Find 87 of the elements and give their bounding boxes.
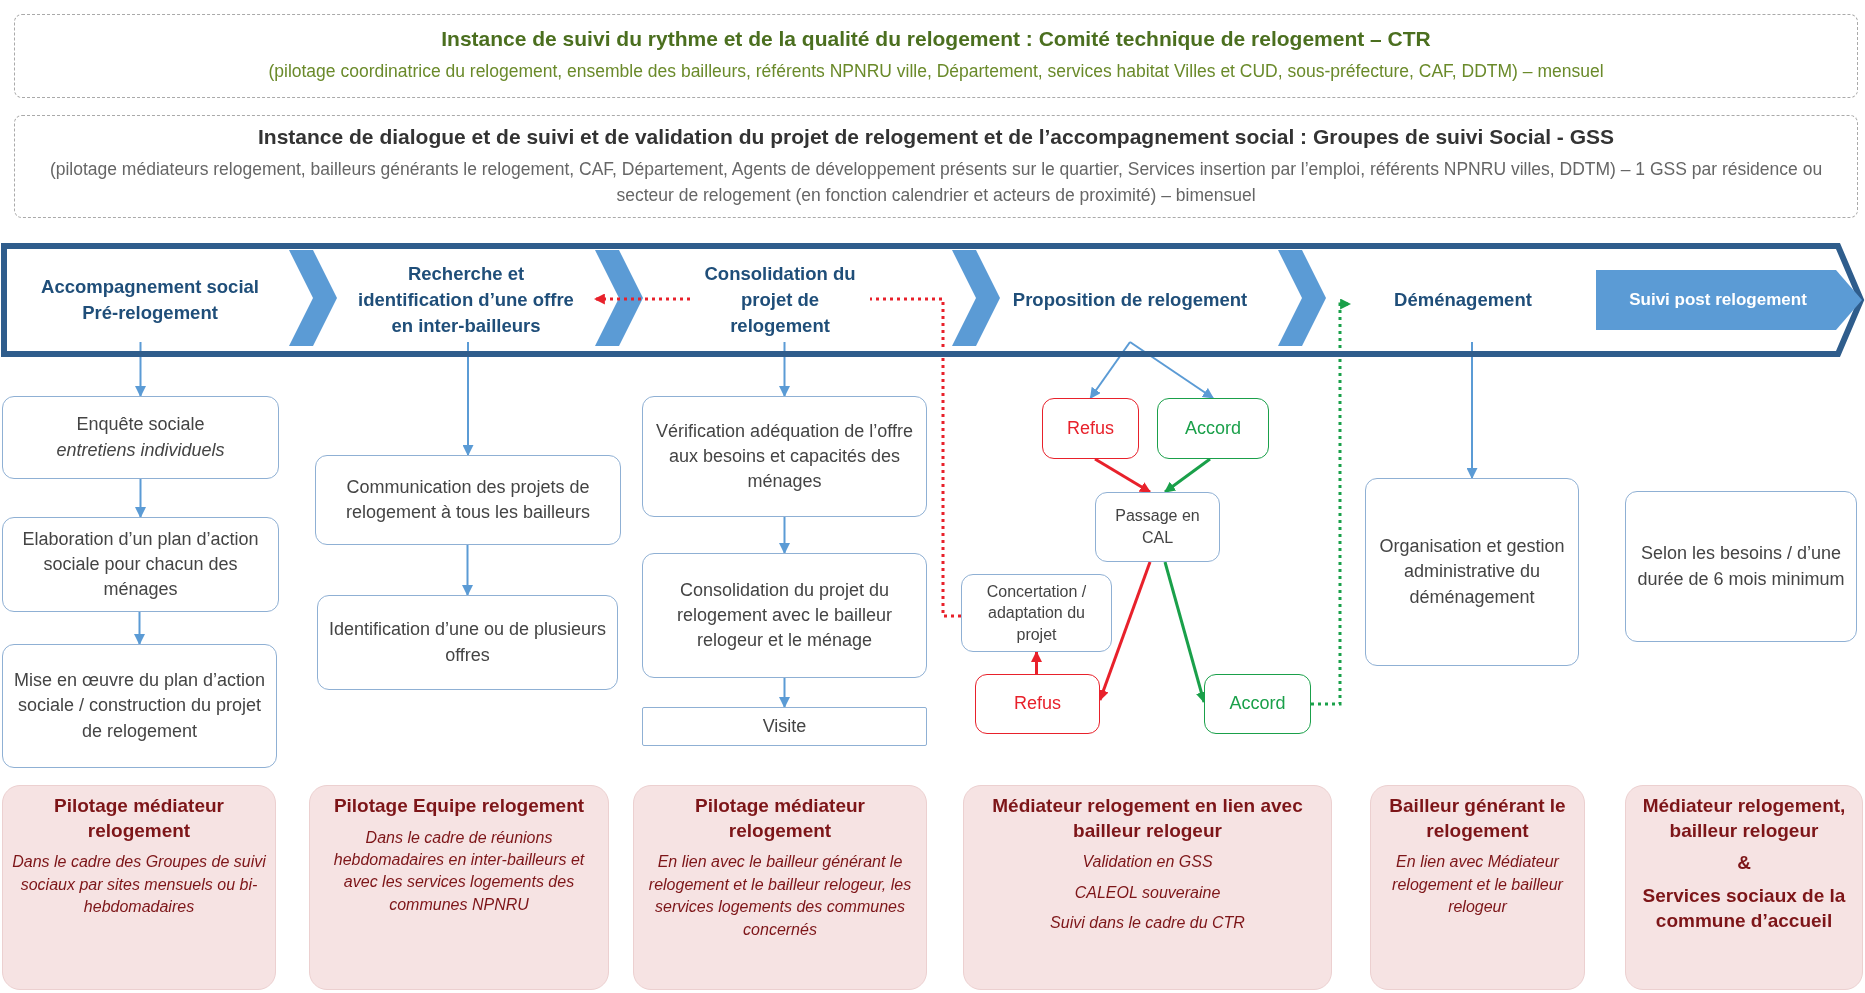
process-box <box>1204 674 1311 734</box>
committee-panel <box>14 115 1858 218</box>
process-box <box>1365 478 1579 666</box>
chevron-arrow <box>1278 250 1326 346</box>
arrow <box>1311 298 1352 706</box>
process-box <box>1157 398 1269 459</box>
arrow <box>1098 561 1152 702</box>
box-text: Accord <box>1185 416 1241 440</box>
pilot-heading: Médiateur relogement, bailleur relogeur <box>1641 794 1847 843</box>
arrow <box>779 677 790 709</box>
pilot-note: Dans le cadre de réunions hebdomadaires en inter-bailleurs et avec les services logements des communes NPNRU <box>332 827 586 915</box>
section-title: Instance de dialogue et de suivi et de validation du projet de relogement et de l’accompagnement social : Groupes de suivi Social - GSS <box>258 125 1614 150</box>
chevron-arrow <box>595 250 643 346</box>
box-text: Selon les besoins / d’une durée de 6 mois minimum <box>1636 542 1846 591</box>
section-subtitle: (pilotage médiateurs relogement, bailleurs générants le relogement, CAF, Département, Agents de développement présents sur le quartier, Services insertion par l’emploi, référents NPNRU villes, DDTM) – 1 GSS par résidence ou secteur de relogement (en fonction calendrier et acteurs de proximité) – bimensuel <box>48 158 1824 207</box>
arrow <box>593 293 690 305</box>
arrow <box>1164 457 1211 494</box>
pilot-heading: Pilotage médiateur relogement <box>694 794 866 843</box>
process-box <box>961 574 1112 652</box>
pilot-note: En lien avec le bailleur générant le relogement et le bailleur relogeur, les services logements des communes concernés <box>647 852 913 940</box>
process-box <box>315 455 621 545</box>
pilot-card <box>1370 785 1585 990</box>
box-text: Mise en œuvre du plan d’action sociale / construction du projet de relogement <box>12 669 267 743</box>
pilot-heading: Pilotage médiateur relogement <box>53 794 225 843</box>
arrow <box>134 611 145 646</box>
process-box <box>642 553 927 678</box>
box-text: Refus <box>1067 416 1114 440</box>
stage-label: Consolidation du projet de relogement <box>703 262 857 338</box>
process-box <box>975 674 1100 734</box>
pilot-heading: Médiateur relogement en lien avec bailleur relogeur <box>991 794 1304 843</box>
pilot-card <box>1625 785 1863 990</box>
arrow <box>135 478 146 519</box>
arrow <box>462 341 474 457</box>
box-text: Identification d’une ou de plusieurs offres <box>327 618 608 667</box>
box-text: Communication des projets de relogement à tous les bailleurs <box>344 475 592 524</box>
box-text: Passage en CAL <box>1114 506 1201 548</box>
pilot-note: CALEOL souveraine <box>1074 882 1221 903</box>
pilot-note: Services sociaux de la commune d’accueil <box>1641 884 1847 933</box>
arrow <box>135 341 146 398</box>
section-title: Instance de suivi du rythme et de la qualité du relogement : Comité technique de relogement – CTR <box>441 27 1431 52</box>
pilot-card <box>2 785 276 990</box>
pilot-note: En lien avec Médiateur relogement et le bailleur relogeur <box>1391 852 1565 918</box>
process-box <box>2 396 279 479</box>
box-text: Vérification adéquation de l’offre aux besoins et capacités des ménages <box>655 419 914 494</box>
pilot-card <box>963 785 1332 990</box>
arrow <box>462 544 473 597</box>
arrow <box>1031 650 1042 674</box>
process-box <box>1042 398 1139 459</box>
pilot-note: Validation en GSS <box>1082 852 1213 873</box>
box-text: entretiens individuels <box>56 438 225 462</box>
arrow <box>779 516 790 555</box>
stage-label: Suivi post relogement <box>1629 290 1808 310</box>
committee-panel <box>14 14 1858 98</box>
pilot-heading: Pilotage Equipe relogement <box>333 794 585 818</box>
box-text: Concertation / adaptation du projet <box>985 581 1088 645</box>
process-box <box>2 644 277 768</box>
process-box <box>642 707 927 746</box>
pilot-note: & <box>1737 851 1751 876</box>
process-box <box>317 595 618 690</box>
stage-label: Déménagement <box>1394 288 1532 313</box>
stage-label: Recherche et identification d’une offre en inter-bailleurs <box>357 262 575 338</box>
chevron-arrow <box>289 250 337 346</box>
section-subtitle: (pilotage coordinatrice du relogement, ensemble des bailleurs, référents NPNRU ville, Département, services habitat Villes et CUD, sous-préfecture, CAF, DDTM) – mensuel <box>268 60 1604 84</box>
arrow <box>1094 457 1151 494</box>
box-text: Visite <box>762 714 807 738</box>
pilot-heading: Bailleur générant le relogement <box>1388 794 1567 843</box>
box-text: Elaboration d’un plan d’action sociale pour chacun des ménages <box>21 527 260 602</box>
box-text: Consolidation du projet du relogement avec le bailleur relogeur et le ménage <box>675 578 894 653</box>
chevron-arrow <box>952 250 1000 346</box>
process-box <box>1095 492 1220 562</box>
stage-label: Accompagnement social Pré-relogement <box>40 275 260 325</box>
arrow <box>779 341 790 398</box>
process-box <box>1625 491 1857 642</box>
process-box <box>2 517 279 612</box>
arrow <box>1129 341 1214 399</box>
pilot-note: Suivi dans le cadre du CTR <box>1050 913 1245 934</box>
arrow <box>1089 341 1131 399</box>
process-box <box>642 396 927 517</box>
box-text: Refus <box>1014 692 1061 716</box>
pilot-card <box>633 785 927 990</box>
arrow <box>1466 341 1478 480</box>
box-text: Enquête sociale <box>76 413 205 437</box>
stage-label: Proposition de relogement <box>1012 288 1248 313</box>
pilot-note: Dans le cadre des Groupes de suivi sociaux par sites mensuels ou bi-hebdomadaires <box>11 852 267 918</box>
pilot-card <box>309 785 609 990</box>
box-text: Accord <box>1229 692 1286 716</box>
box-text: Organisation et gestion administrative du déménagement <box>1378 535 1566 609</box>
